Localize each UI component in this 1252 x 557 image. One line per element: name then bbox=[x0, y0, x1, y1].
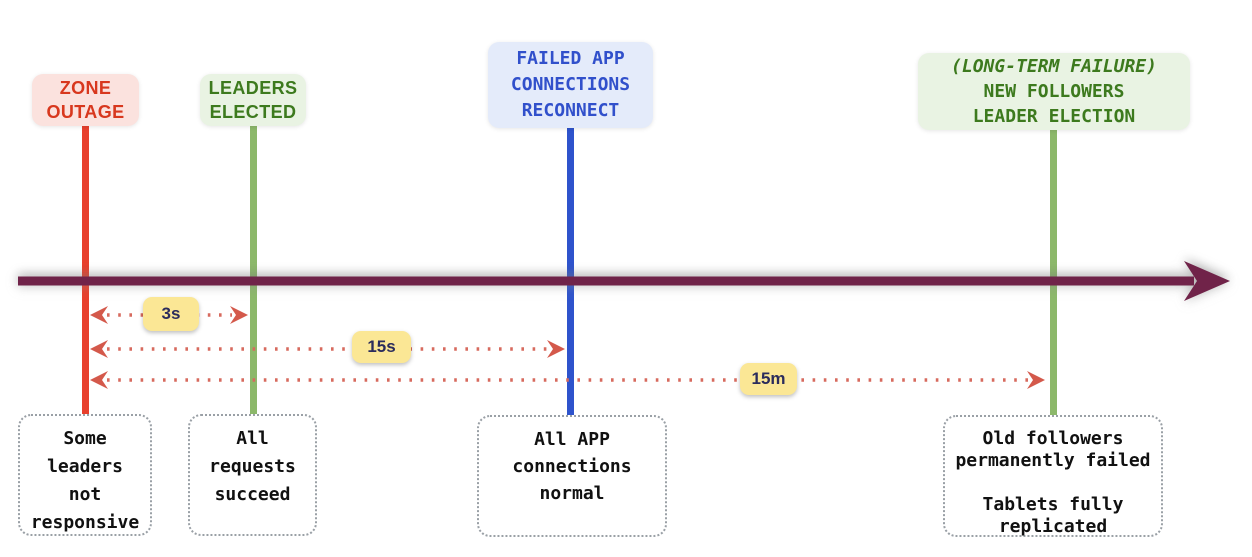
event-label-text: NEW FOLLOWERS LEADER ELECTION bbox=[972, 81, 1136, 127]
event-label-new-followers-leader-election: (LONG-TERM FAILURE) NEW FOLLOWERS LEADER… bbox=[918, 53, 1190, 130]
duration-arrow-15s bbox=[90, 340, 565, 358]
event-label-zone-outage: ZONE OUTAGE bbox=[32, 74, 139, 126]
note-box-leaders-elected: All requests succeed bbox=[188, 414, 317, 536]
event-line-new-followers-leader-election bbox=[1050, 129, 1057, 416]
event-line-failed-app-connections-reconnect bbox=[567, 127, 574, 416]
note-box-new-followers-leader-election: Old followers permanently failed Tablets… bbox=[943, 415, 1163, 537]
event-line-zone-outage bbox=[82, 125, 89, 416]
event-label-text: LEADERS ELECTED bbox=[208, 78, 298, 122]
duration-badge-15s: 15s bbox=[352, 331, 411, 363]
note-box-zone-outage: Some leaders not responsive bbox=[18, 414, 152, 536]
note-text: All requests succeed bbox=[209, 428, 296, 505]
event-label-prefix: (LONG-TERM FAILURE) bbox=[951, 56, 1157, 77]
note-text: Old followers permanently failed Tablets… bbox=[955, 428, 1151, 537]
note-text: All APP connections normal bbox=[512, 429, 632, 504]
event-line-leaders-elected bbox=[250, 126, 257, 416]
note-box-failed-app-connections-reconnect: All APP connections normal bbox=[477, 415, 667, 537]
event-label-leaders-elected: LEADERS ELECTED bbox=[200, 74, 306, 126]
event-label-failed-app-connections-reconnect: FAILED APP CONNECTIONS RECONNECT bbox=[488, 42, 653, 128]
duration-badge-3s: 3s bbox=[143, 297, 199, 331]
duration-badge-15m: 15m bbox=[740, 363, 797, 395]
event-label-text: FAILED APP CONNECTIONS RECONNECT bbox=[510, 48, 631, 121]
note-text: Some leaders not responsive bbox=[30, 428, 140, 533]
event-label-text: ZONE OUTAGE bbox=[46, 78, 125, 122]
